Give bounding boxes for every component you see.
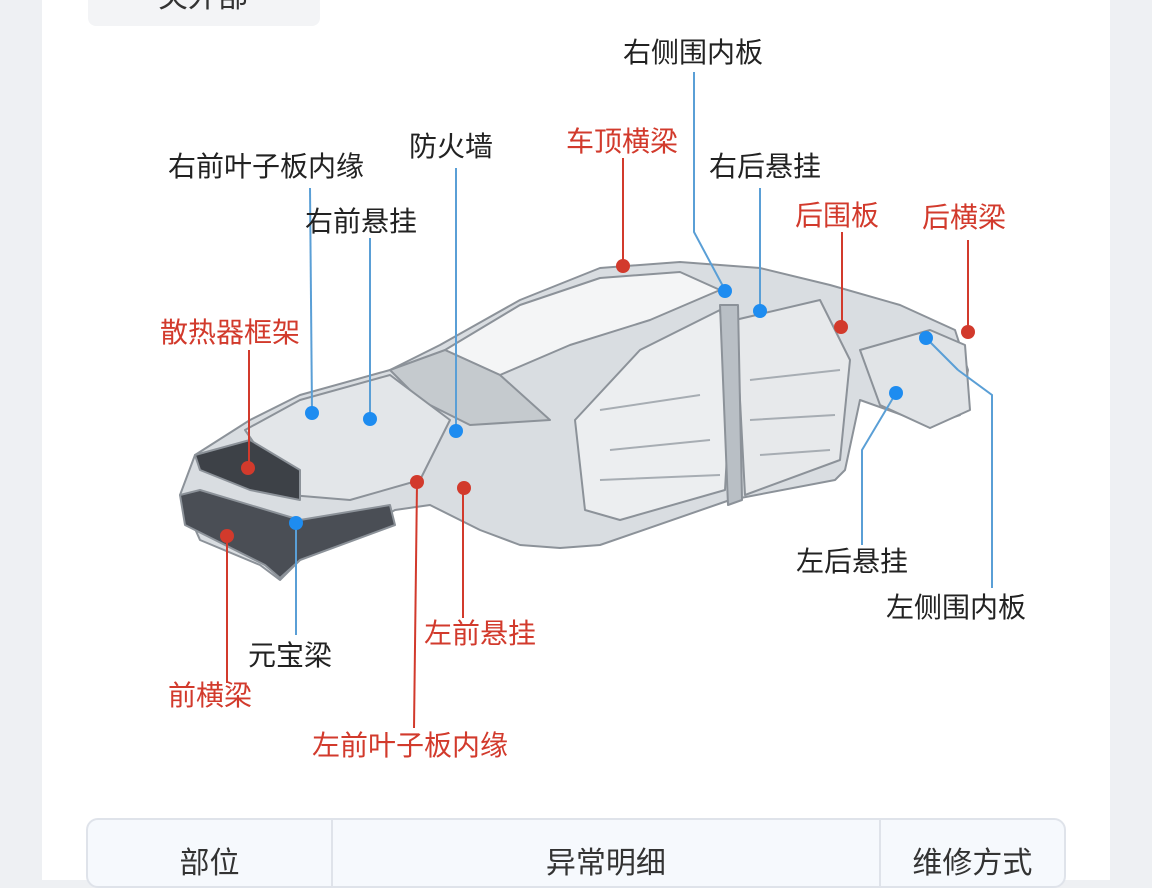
label-rear-panel: 后围板: [795, 199, 880, 232]
label-firewall: 防火墙: [409, 130, 494, 163]
dot-left-rear-suspension: [889, 386, 903, 400]
section-tag-text: 一关外部: [128, 0, 248, 16]
dot-right-rear-suspension: [753, 304, 767, 318]
column-header-part: 部位: [179, 846, 240, 881]
dot-radiator-frame: [241, 461, 255, 475]
section-tag: 一关外部: [88, 0, 320, 26]
label-right-front-suspension: 右前悬挂: [305, 205, 418, 238]
label-right-side-inner: 右侧围内板: [623, 36, 764, 69]
dot-left-side-inner: [919, 331, 933, 345]
label-radiator-frame: 散热器框架: [160, 316, 301, 349]
label-left-side-inner: 左侧围内板: [886, 591, 1027, 624]
dot-roof-crossbeam: [616, 259, 630, 273]
label-left-front-fender-inner: 左前叶子板内缘: [312, 729, 509, 762]
label-left-front-suspension: 左前悬挂: [424, 617, 537, 650]
column-header-repair-method: 维修方式: [878, 820, 1064, 886]
label-rear-crossbeam: 后横梁: [922, 201, 1007, 234]
label-right-front-fender-inner: 右前叶子板内缘: [168, 150, 365, 183]
dot-right-front-fender-inner: [305, 406, 319, 420]
repair-table-header: 部位 异常明细 维修方式: [86, 818, 1066, 888]
label-roof-crossbeam: 车顶横梁: [566, 125, 679, 158]
dot-right-front-suspension: [363, 412, 377, 426]
dot-rear-panel: [834, 320, 848, 334]
label-front-crossbeam: 前横梁: [168, 679, 253, 712]
label-yuanbao-beam: 元宝梁: [248, 639, 333, 672]
dot-right-side-inner: [718, 284, 732, 298]
car-body-diagram: [179, 72, 993, 729]
column-header-abnormal-details: 异常明细: [331, 820, 879, 886]
dot-left-front-fender-inner: [410, 475, 424, 489]
car-body-illustration: [179, 261, 971, 581]
dot-firewall: [449, 424, 463, 438]
label-left-rear-suspension: 左后悬挂: [796, 545, 909, 578]
dot-rear-crossbeam: [961, 325, 975, 339]
dot-yuanbao-beam: [289, 516, 303, 530]
dot-front-crossbeam: [220, 529, 234, 543]
dot-left-front-suspension: [457, 481, 471, 495]
label-right-rear-suspension: 右后悬挂: [709, 150, 822, 183]
